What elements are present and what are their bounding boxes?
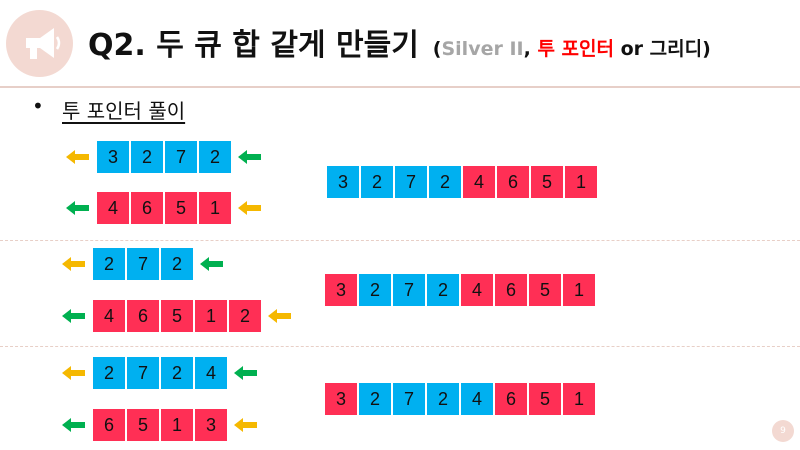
arrow-left-icon (62, 418, 85, 432)
queue-cell: 4 (96, 191, 130, 225)
level-label: Silver II (441, 38, 524, 60)
page-number: 9 (772, 420, 794, 442)
queue-cell: 3 (326, 165, 360, 199)
arrow-left-icon (238, 150, 261, 164)
queue-cell: 4 (92, 299, 126, 333)
arrow-left-icon (62, 257, 85, 271)
row-divider (0, 240, 800, 241)
queue-cell: 1 (564, 165, 598, 199)
queue-cell: 5 (528, 382, 562, 416)
queue-cell: 2 (426, 382, 460, 416)
queue-cell: 7 (126, 356, 160, 390)
queue-cell: 7 (392, 382, 426, 416)
queue-cell: 6 (92, 408, 126, 442)
row-divider (0, 346, 800, 347)
arrow-left-icon (66, 201, 89, 215)
queue-cell: 5 (160, 299, 194, 333)
queue-cell: 2 (198, 140, 232, 174)
queue-cell: 1 (562, 382, 596, 416)
queue-cell: 3 (324, 382, 358, 416)
queue-cell: 2 (130, 140, 164, 174)
queue-cell: 2 (360, 165, 394, 199)
queue-cell: 2 (92, 247, 126, 281)
queue-cell: 1 (562, 273, 596, 307)
queue-cell: 5 (530, 165, 564, 199)
queue-cell: 7 (126, 247, 160, 281)
title-main: Q2. 두 큐 합 같게 만들기 (88, 28, 419, 63)
arrow-left-icon (234, 418, 257, 432)
queue-cell: 5 (164, 191, 198, 225)
queue-cell: 4 (460, 273, 494, 307)
queue-cell: 4 (194, 356, 228, 390)
queue-cell: 6 (494, 273, 528, 307)
arrow-left-icon (268, 309, 291, 323)
arrow-left-icon (62, 309, 85, 323)
queue-cell: 2 (160, 247, 194, 281)
page-title: Q2. 두 큐 합 같게 만들기 (Silver II, 투 포인터 or 그리… (88, 20, 711, 70)
queue-cell: 6 (496, 165, 530, 199)
arrow-left-icon (66, 150, 89, 164)
arrow-left-icon (62, 366, 85, 380)
queue-cell: 6 (494, 382, 528, 416)
queue-cell: 1 (160, 408, 194, 442)
queue-cell: 7 (392, 273, 426, 307)
queue-cell: 1 (194, 299, 228, 333)
megaphone-icon (6, 10, 73, 77)
queue-cell: 7 (394, 165, 428, 199)
header-divider (0, 86, 800, 88)
queue-cell: 2 (426, 273, 460, 307)
title-subtitle: (Silver II, 투 포인터 or 그리디) (432, 38, 711, 60)
queue-cell: 3 (96, 140, 130, 174)
queue-cell: 2 (358, 273, 392, 307)
queue-cell: 2 (228, 299, 262, 333)
queue-cell: 5 (528, 273, 562, 307)
arrow-left-icon (234, 366, 257, 380)
queue-cell: 3 (194, 408, 228, 442)
queue-cell: 2 (160, 356, 194, 390)
queue-cell: 7 (164, 140, 198, 174)
queue-cell: 1 (198, 191, 232, 225)
slide-header: Q2. 두 큐 합 같게 만들기 (Silver II, 투 포인터 or 그리… (0, 0, 800, 86)
queue-cell: 5 (126, 408, 160, 442)
queue-cell: 2 (428, 165, 462, 199)
queue-cell: 2 (358, 382, 392, 416)
queue-cell: 6 (126, 299, 160, 333)
bullet-mark: • (32, 94, 44, 118)
arrow-left-icon (238, 201, 261, 215)
queue-cell: 2 (92, 356, 126, 390)
queue-cell: 3 (324, 273, 358, 307)
queue-cell: 4 (460, 382, 494, 416)
queue-cell: 4 (462, 165, 496, 199)
arrow-left-icon (200, 257, 223, 271)
queue-cell: 6 (130, 191, 164, 225)
section-heading: 투 포인터 풀이 (62, 99, 186, 123)
algorithm-label: 투 포인터 (537, 38, 614, 60)
